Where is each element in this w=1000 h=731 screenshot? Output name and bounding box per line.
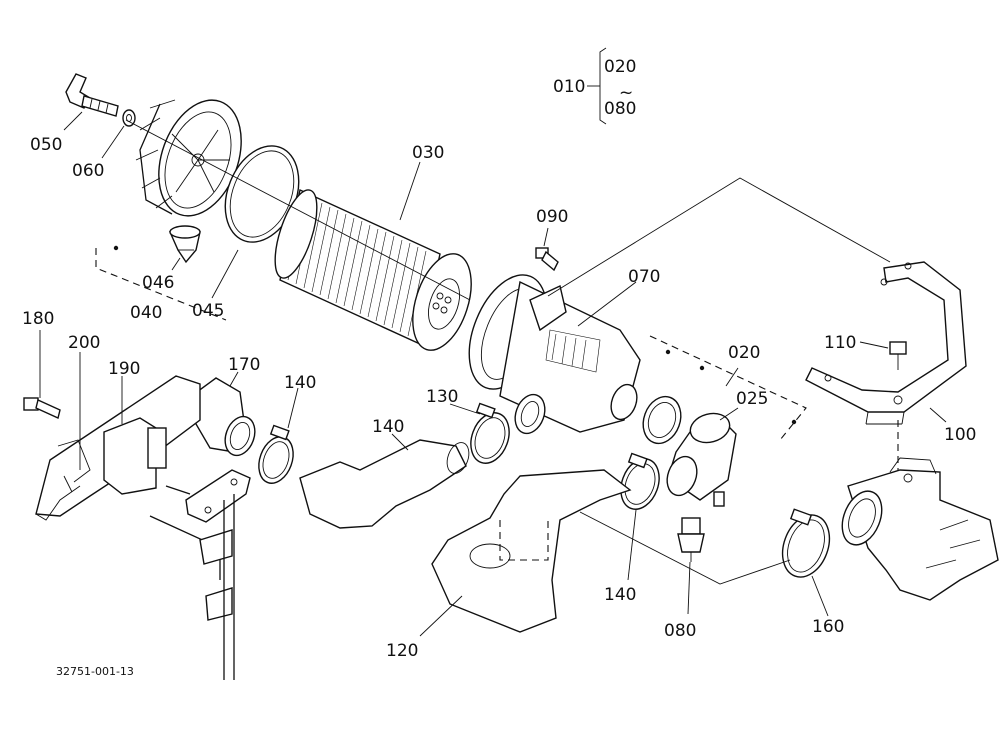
callout-020: 020 <box>728 343 760 363</box>
assembly-code: 010 <box>553 77 585 97</box>
callout-110: 110 <box>824 333 856 353</box>
hose-clamp-160-part <box>781 508 831 578</box>
callout-030: 030 <box>412 143 444 163</box>
hose-clamp-140b-part <box>470 402 510 464</box>
callout-140-c: 140 <box>604 585 636 605</box>
pre-cleaner-part <box>35 375 201 521</box>
callout-labels: 050 060 030 046 045 040 090 070 180 200 … <box>22 135 976 661</box>
drawing-number: 32751-001-13 <box>56 665 134 678</box>
wing-bolt-part <box>65 73 136 127</box>
frame-bracket-part <box>149 469 251 680</box>
intake-hose-130-part <box>299 439 470 529</box>
callout-120: 120 <box>386 641 418 661</box>
callout-060: 060 <box>72 161 104 181</box>
leader-lines <box>39 111 947 637</box>
callout-100: 100 <box>944 425 976 445</box>
hose-clamp-140c-part <box>620 452 660 510</box>
callout-140-a: 140 <box>284 373 316 393</box>
callout-046: 046 <box>142 273 174 293</box>
callout-090: 090 <box>536 207 568 227</box>
inlet-pipe-part <box>185 377 256 457</box>
callout-140-b: 130 <box>426 387 458 407</box>
vacuum-switch-part <box>677 517 705 562</box>
hose-clamp-140a-part <box>258 424 294 484</box>
assembly-reference: 010 020 ~ 080 <box>553 47 636 125</box>
air-cleaner-body-part <box>468 274 641 435</box>
intake-manifold-part <box>841 457 999 601</box>
bolt-110-part <box>889 341 907 370</box>
assembly-range-end: 080 <box>604 99 636 119</box>
callout-050: 050 <box>30 135 62 155</box>
callout-070: 070 <box>628 267 660 287</box>
assembly-range-sep: ~ <box>619 83 633 103</box>
intake-hose-120-part <box>431 469 632 633</box>
evacuator-valve-part <box>168 225 201 264</box>
filter-element-part <box>274 189 472 351</box>
assembly-range-start: 020 <box>604 57 636 77</box>
callout-130: 140 <box>372 417 404 437</box>
callout-040: 040 <box>130 303 162 323</box>
callout-170: 170 <box>228 355 260 375</box>
bolt-090-part <box>535 247 559 272</box>
callout-200: 200 <box>68 333 100 353</box>
callout-190: 190 <box>108 359 140 379</box>
mounting-bracket-part <box>805 261 967 425</box>
outlet-elbow-part <box>642 395 737 507</box>
callout-160: 160 <box>812 617 844 637</box>
callout-080: 080 <box>664 621 696 641</box>
callout-180: 180 <box>22 309 54 329</box>
callout-025: 025 <box>736 389 768 409</box>
callout-045: 045 <box>192 301 224 321</box>
bolt-180-part <box>23 397 61 419</box>
air-cleaner-cover-part <box>135 99 242 217</box>
